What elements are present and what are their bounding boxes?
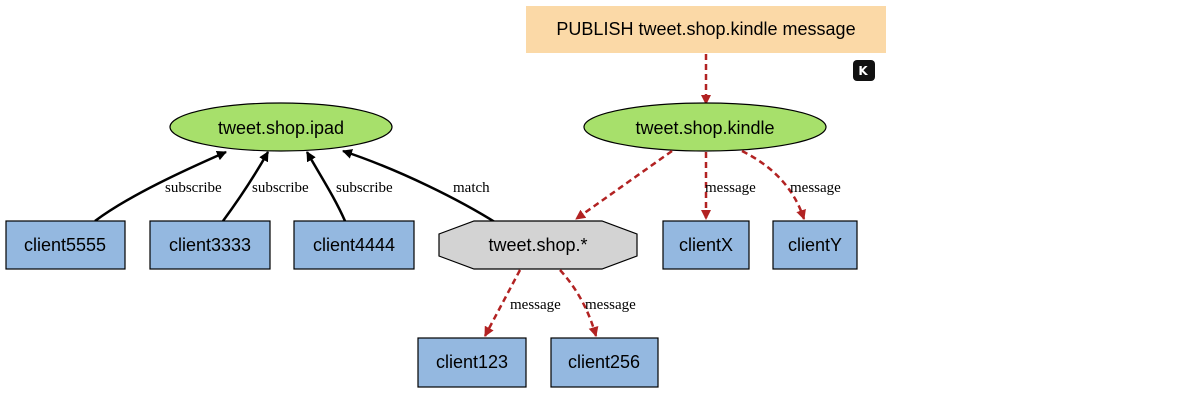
client-node-y: clientY <box>772 220 858 270</box>
client-node-5555: client5555 <box>5 220 126 270</box>
client-label-x: clientX <box>679 235 733 255</box>
edge-kindle-pattern <box>575 149 673 221</box>
pattern-label: tweet.shop.* <box>488 235 587 255</box>
client-node-256: client256 <box>550 337 659 388</box>
publish-box <box>526 6 886 53</box>
edge-label-subscribe-2: subscribe <box>252 180 309 196</box>
edge-label-message-123: message <box>510 297 561 313</box>
client-node-3333: client3333 <box>149 220 271 270</box>
edge-pattern-client256 <box>559 269 599 337</box>
client-node-x: clientX <box>662 220 750 270</box>
client-node-123: client123 <box>417 337 527 388</box>
edge-subscribe-5555 <box>94 150 227 223</box>
client-label-y: clientY <box>788 235 842 255</box>
k-badge-icon: K <box>853 60 875 81</box>
svg-text:K: K <box>858 64 868 78</box>
client-label-3333: client3333 <box>169 235 251 255</box>
client-label-256: client256 <box>568 352 640 372</box>
client-node-4444: client4444 <box>293 220 415 270</box>
edge-subscribe-3333 <box>221 151 270 222</box>
client-label-123: client123 <box>436 352 508 372</box>
client-label-5555: client5555 <box>24 235 106 255</box>
edge-label-message-256: message <box>585 297 636 313</box>
edge-label-subscribe-3: subscribe <box>336 180 393 196</box>
edge-pattern-client123 <box>483 269 522 337</box>
edge-match <box>342 149 499 226</box>
edge-label-subscribe-1: subscribe <box>165 180 222 196</box>
edge-label-match: match <box>453 180 490 196</box>
channel-node-ipad: tweet.shop.ipad <box>169 102 393 152</box>
edge-label-message-x: message <box>705 180 756 196</box>
channel-label-ipad: tweet.shop.ipad <box>218 118 344 138</box>
channel-label-kindle: tweet.shop.kindle <box>635 118 774 138</box>
edge-label-message-y: message <box>790 180 841 196</box>
edge-kindle-clienty <box>741 149 806 220</box>
client-label-4444: client4444 <box>313 235 395 255</box>
publish-node: PUBLISH tweet.shop.kindle message <box>526 6 886 53</box>
edge-subscribe-4444 <box>305 151 347 222</box>
pattern-node: tweet.shop.* <box>438 220 638 270</box>
publish-label: PUBLISH tweet.shop.kindle message <box>556 19 855 39</box>
channel-node-kindle: tweet.shop.kindle <box>583 102 827 152</box>
